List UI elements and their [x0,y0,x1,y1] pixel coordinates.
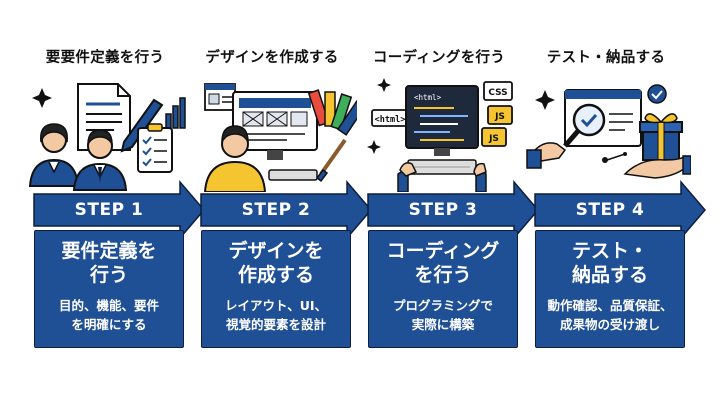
keyboard-icon [268,169,318,181]
step-4-heading: テスト・納品する [546,50,666,66]
step-1-title: 要件定義を 行う [61,240,157,286]
step-3-column: コーディングを行う <html> <html> [354,0,539,401]
step-2-title: デザインを 作成する [228,240,324,286]
connector-dots-icon [602,152,627,163]
step-4-arrow [521,180,706,240]
monitor-code-text: <html> [414,93,442,102]
step-4-label: STEP 4 [575,200,645,220]
step-2-arrow [187,180,372,240]
step-3-label: STEP 3 [408,200,478,220]
clipboard-checklist-icon [137,123,173,173]
designer-avatar [203,125,267,192]
design-monitor-icon [232,91,318,160]
step-4-description: 動作確認、品質保証、 成果物の受け渡し [547,298,673,332]
businessman-avatar [72,129,128,191]
paintbrush-icon [315,138,347,183]
step-3-title: コーディング を行う [386,240,500,286]
pen-icon [120,98,164,153]
magnifier-check-icon [563,103,606,148]
step-1-arrow [20,180,205,240]
wireframe-card-icon [204,83,236,111]
requirements-illustration [20,70,190,192]
css-badge-icon: CSS [483,81,513,101]
js-badge-icon: JS JS [481,105,513,147]
step-4-column: テスト・納品する [521,0,706,401]
step-2-column: デザインを作成する [187,0,372,401]
step-1-description: 目的、機能、要件 を明確にする [58,298,159,332]
step-3-arrow [354,180,539,240]
check-circle-icon [647,84,667,104]
step-2-card: デザインを 作成する レイアウト、UI、 視覚的要素を設計 [201,230,351,348]
step-2-label: STEP 2 [241,200,311,220]
sparkle-icon [32,88,52,108]
businesswoman-avatar [28,123,80,187]
step-4-card: テスト・ 納品する 動作確認、品質保証、 成果物の受け渡し [535,230,685,348]
test-delivery-illustration [521,70,691,192]
step-1-label: STEP 1 [74,200,144,220]
html-tag-text: <html> [375,115,406,125]
js-badge-text: JS [494,112,505,122]
design-illustration [187,70,357,192]
typing-hands-icon [397,162,487,192]
coding-illustration: <html> <html> CSS JS JS [354,70,524,192]
step-4-title: テスト・ 納品する [571,240,648,286]
sparkle-icon [367,78,391,154]
code-monitor-icon: <html> [405,85,479,156]
step-3-description: プログラミングで 実際に構築 [392,298,493,332]
step-3-heading: コーディングを行う [372,50,506,66]
color-swatch-icon [307,89,357,136]
gift-box-icon [639,113,683,161]
hand-holding-magnifier-icon [526,142,567,169]
step-2-heading: デザインを作成する [205,50,339,66]
html-tag-icon: <html> [371,109,409,127]
bar-chart-icon [165,97,186,129]
step-1-column: 要要件定義を行う [20,0,205,401]
step-2-description: レイアウト、UI、 視覚的要素を設計 [224,298,328,332]
css-badge-text: CSS [488,88,507,98]
step-1-card: 要件定義を 行う 目的、機能、要件 を明確にする [34,230,184,348]
js-badge-text-2: JS [488,134,499,144]
hand-holding-gift-icon [623,154,691,179]
step-3-card: コーディング を行う プログラミングで 実際に構築 [368,230,518,348]
sparkle-icon [535,90,555,110]
keyboard-icon [407,159,477,175]
step-1-heading: 要要件定義を行う [45,50,165,66]
